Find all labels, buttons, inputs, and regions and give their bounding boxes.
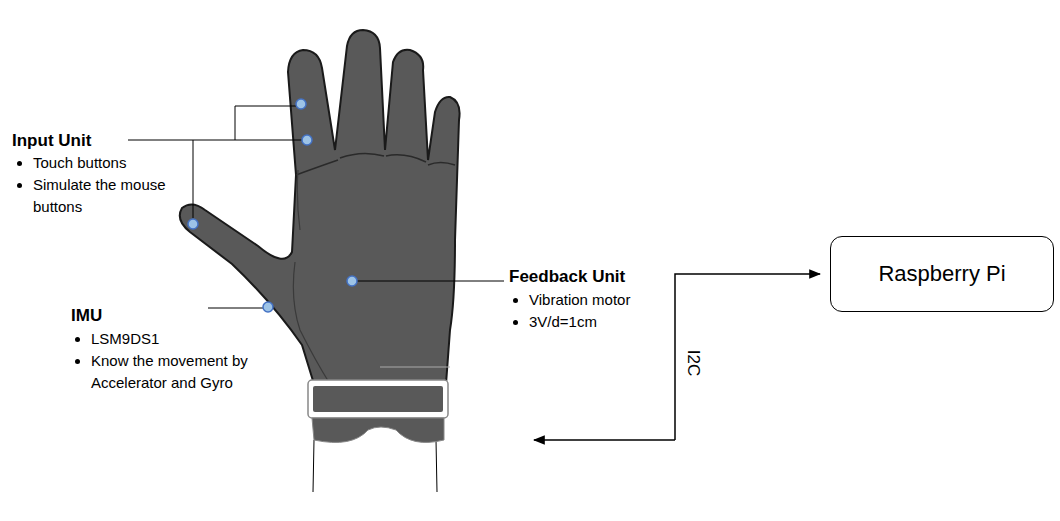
unit-heading: Feedback Unit — [509, 266, 625, 288]
sensor-dots — [188, 99, 357, 312]
arm-line — [436, 440, 437, 492]
leader-line — [193, 140, 194, 218]
unit-heading: IMU — [71, 305, 102, 327]
bullet-dot — [75, 359, 80, 364]
seam-line — [296, 153, 455, 175]
leader-line — [357, 281, 504, 282]
leader-line — [235, 140, 302, 141]
wrist-band — [313, 386, 443, 412]
wrist-band — [308, 380, 448, 418]
signal-name: I2C — [682, 350, 704, 376]
part-number: LSM9DS1 — [91, 328, 159, 350]
seam-line — [293, 170, 330, 384]
glove-cuff — [312, 418, 444, 442]
feature-item: Know the movement by Accelerator and Gyr… — [91, 350, 266, 394]
bus-wire — [534, 439, 675, 441]
bullet-dot — [513, 298, 518, 303]
feature-item: Simulate the mouse buttons — [33, 174, 183, 218]
device-box: Raspberry Pi — [830, 236, 1054, 312]
bullet-dot — [17, 161, 22, 166]
feature-item: Touch buttons — [33, 152, 126, 174]
device-name: Raspberry Pi — [878, 261, 1005, 287]
bullet-dot — [17, 183, 22, 188]
feature-item: Vibration motor — [529, 289, 630, 311]
unit-heading: Input Unit — [12, 130, 91, 152]
leader-line — [128, 106, 296, 140]
spec-item: 3V/d=1cm — [529, 311, 597, 333]
bullet-dot — [75, 337, 80, 342]
glove-shape — [180, 30, 460, 384]
arm-line — [313, 440, 314, 492]
seam-line — [380, 367, 450, 368]
bullet-dot — [513, 320, 518, 325]
leader-line — [208, 308, 263, 309]
bus-wire — [675, 274, 820, 440]
